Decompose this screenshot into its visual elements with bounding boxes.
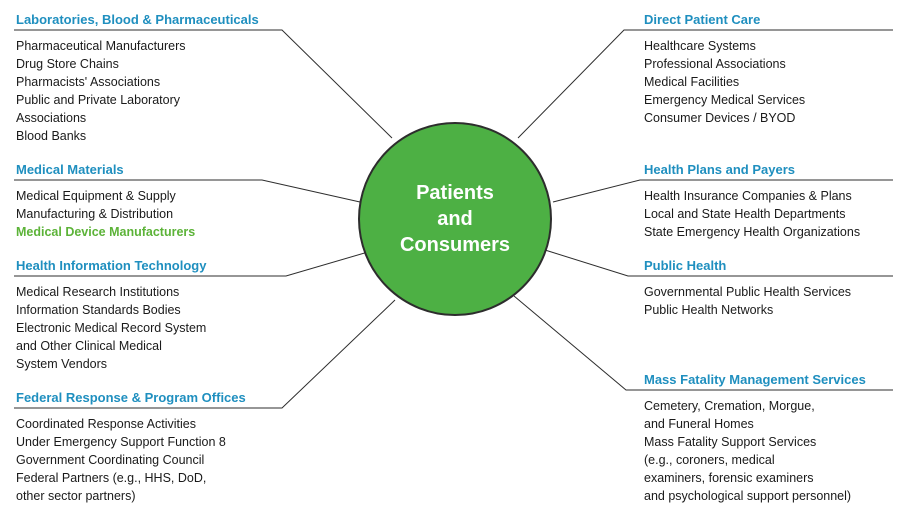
section-items: Coordinated Response Activities Under Em…	[16, 415, 246, 505]
list-item: and Funeral Homes	[644, 417, 754, 431]
connector-health-it	[14, 251, 369, 277]
center-hub: Patients and Consumers	[358, 122, 552, 316]
list-item: Local and State Health Departments	[644, 207, 846, 221]
section-direct-patient-care: Direct Patient Care Healthcare Systems P…	[644, 12, 805, 127]
list-item: Coordinated Response Activities	[16, 417, 196, 431]
connector-health-plans	[552, 179, 893, 203]
connector-federal	[14, 299, 396, 409]
list-item: Mass Fatality Support Services	[644, 435, 817, 449]
list-item: Electronic Medical Record System	[16, 321, 207, 335]
section-items: Governmental Public Health Services Publ…	[644, 283, 851, 319]
list-item: Information Standards Bodies	[16, 303, 181, 317]
list-item: Governmental Public Health Services	[644, 285, 852, 299]
list-item: and Other Clinical Medical	[16, 339, 162, 353]
hub-line-3: Consumers	[399, 234, 511, 256]
section-items: Pharmaceutical Manufacturers Drug Store …	[16, 37, 259, 145]
list-item: Medical Facilities	[644, 75, 740, 89]
list-item: Consumer Devices / BYOD	[644, 111, 796, 125]
list-item: Medical Equipment & Supply	[16, 189, 176, 203]
list-item: Pharmacists' Associations	[16, 75, 161, 89]
list-item: examiners, forensic examiners	[644, 471, 814, 485]
section-heading: Health Plans and Payers	[644, 162, 796, 177]
list-item: Pharmaceutical Manufacturers	[16, 39, 186, 53]
list-item: Under Emergency Support Function 8	[16, 435, 226, 449]
section-medical-materials: Medical Materials Medical Equipment & Su…	[16, 162, 195, 241]
list-item: Blood Banks	[16, 129, 87, 143]
list-item: Government Coordinating Council	[16, 453, 205, 467]
list-item: and psychological support personnel)	[644, 489, 852, 503]
section-items: Healthcare Systems Professional Associat…	[644, 37, 805, 127]
section-heading: Laboratories, Blood & Pharmaceuticals	[16, 12, 259, 27]
list-item: Manufacturing & Distribution	[16, 207, 174, 221]
list-item: Drug Store Chains	[16, 57, 119, 71]
list-item: Health Insurance Companies & Plans	[644, 189, 852, 203]
list-item: Healthcare Systems	[644, 39, 756, 53]
list-item: Federal Partners (e.g., HHS, DoD,	[16, 471, 207, 485]
connector-direct-care	[517, 29, 893, 139]
section-public-health: Public Health Governmental Public Health…	[644, 258, 851, 319]
section-heading: Health Information Technology	[16, 258, 207, 273]
hub-line-1: Patients	[416, 182, 494, 204]
section-items: Health Insurance Companies & Plans Local…	[644, 187, 860, 241]
section-federal-response: Federal Response & Program Offices Coord…	[16, 390, 246, 505]
section-items: Medical Equipment & Supply Manufacturing…	[16, 187, 195, 241]
section-health-plans: Health Plans and Payers Health Insurance…	[644, 162, 860, 241]
list-item: Public Health Networks	[644, 303, 774, 317]
connector-laboratories	[14, 29, 393, 139]
section-mass-fatality: Mass Fatality Management Services Cemete…	[644, 372, 866, 505]
section-heading: Federal Response & Program Offices	[16, 390, 246, 405]
section-heading: Public Health	[644, 258, 727, 273]
list-item: System Vendors	[16, 357, 108, 371]
list-item: Associations	[16, 111, 87, 125]
hub-line-2: and	[437, 208, 473, 230]
section-items: Cemetery, Cremation, Morgue, and Funeral…	[644, 397, 866, 505]
list-item: Emergency Medical Services	[644, 93, 806, 107]
connector-mass-fatality	[513, 295, 893, 391]
list-item: State Emergency Health Organizations	[644, 225, 861, 239]
connector-public-health	[544, 249, 893, 277]
list-item: Public and Private Laboratory	[16, 93, 180, 107]
section-heading: Mass Fatality Management Services	[644, 372, 866, 387]
section-laboratories: Laboratories, Blood & Pharmaceuticals Ph…	[16, 12, 259, 145]
section-items: Medical Research Institutions Informatio…	[16, 283, 206, 373]
list-item-highlighted: Medical Device Manufacturers	[16, 225, 196, 239]
section-heading: Medical Materials	[16, 162, 124, 177]
list-item: Medical Research Institutions	[16, 285, 180, 299]
connector-medical-materials	[14, 179, 361, 203]
list-item: Professional Associations	[644, 57, 786, 71]
section-heading: Direct Patient Care	[644, 12, 761, 27]
list-item: other sector partners)	[16, 489, 136, 503]
section-health-it: Health Information Technology Medical Re…	[16, 258, 206, 373]
list-item: Cemetery, Cremation, Morgue,	[644, 399, 815, 413]
list-item: (e.g., coroners, medical	[644, 453, 775, 467]
